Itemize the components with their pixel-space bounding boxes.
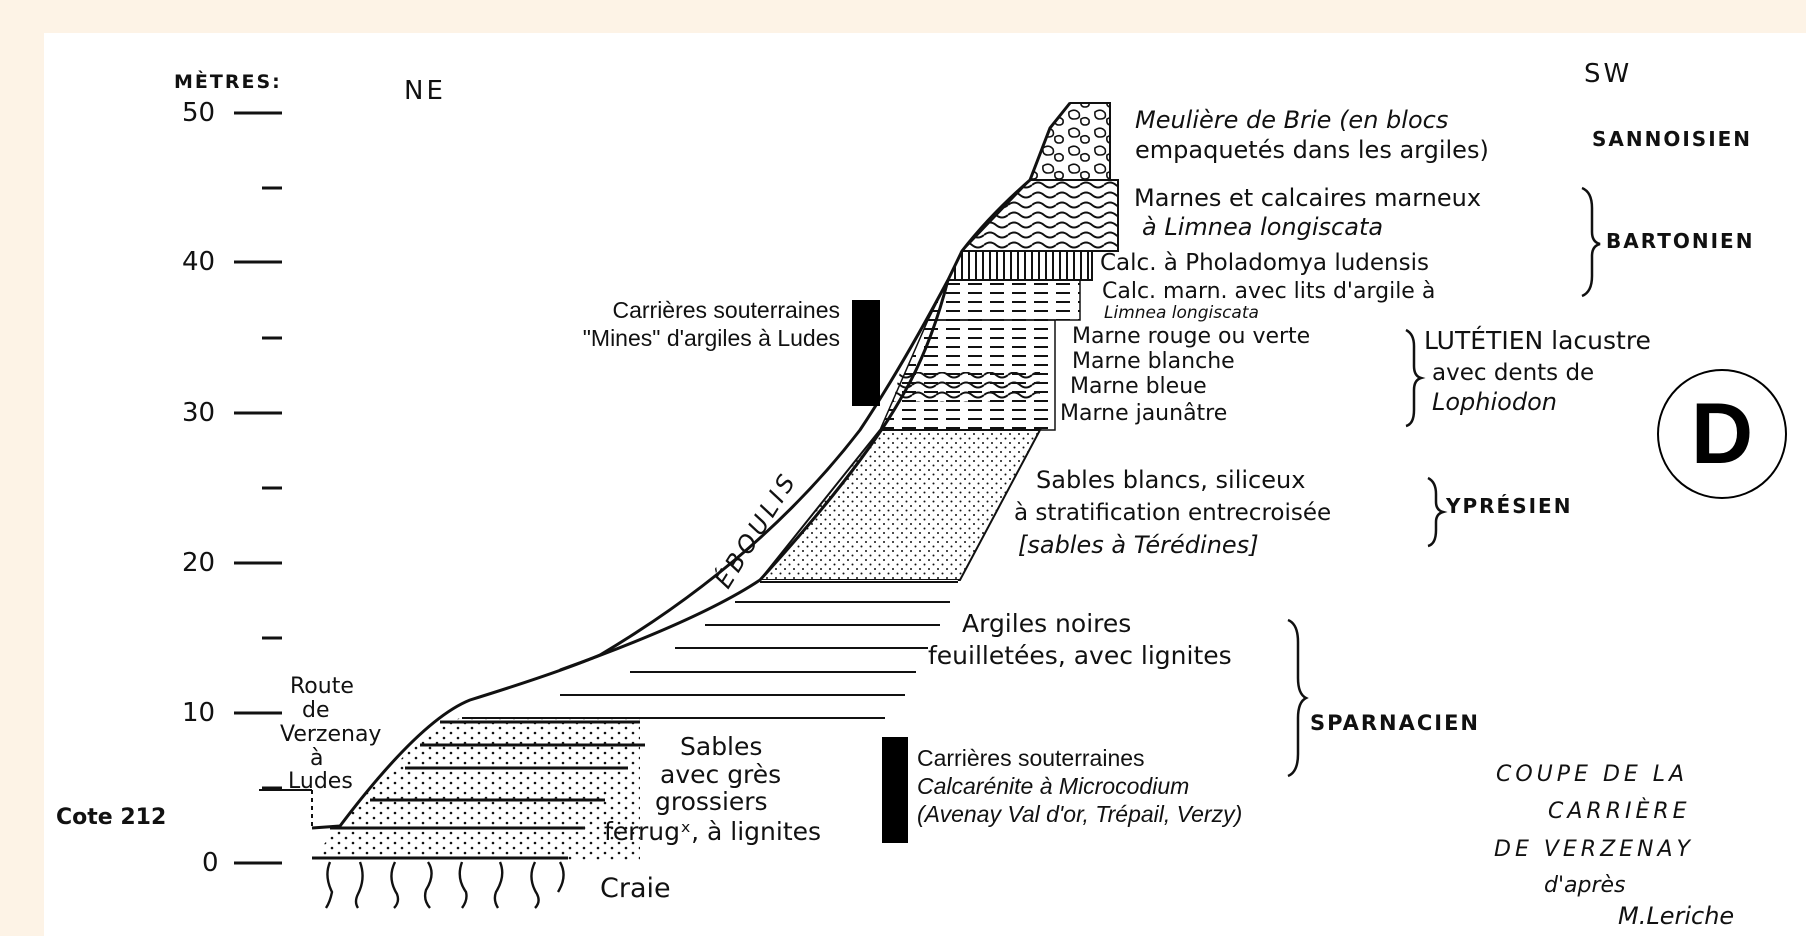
north-east-label: NE [404,76,446,106]
tick-label-40: 40 [182,247,215,277]
quarry-top-line-1: Carrières souterraines [612,297,840,323]
calc-marn-line-1: Calc. marn. avec lits d'argile à [1102,279,1435,304]
marne-blanche-label: Marne blanche [1072,349,1235,374]
scree-slope-outline [559,279,950,672]
sables-gres-line-3: grossiers [655,787,768,816]
marnes-layer [959,179,1119,252]
marnes-line-2: à Limnea longiscata [1142,213,1383,241]
quarry-bottom-line-1: Carrières souterraines [917,745,1145,771]
craie-label: Craie [600,873,671,904]
sables-blancs-layer [757,429,1042,581]
caption-line-2: CARRIÈRE [1548,798,1691,824]
road-label-2: de [302,698,330,723]
sables-gres-line-1: Sables [680,732,762,761]
caption-line-5: M.Leriche [1618,902,1734,930]
meuliere-label: Meulière de Brie (en blocs empaquetés da… [1135,106,1489,164]
marnes-wavy-band [893,372,1040,402]
craie-layer [324,861,565,909]
pholadomya-layer [946,250,1093,281]
stage-sannoisien: SANNOISIEN [1592,127,1752,151]
sables-blancs-line-1: Sables blancs, siliceux [1036,466,1305,494]
argiles-line-1: Argiles noires [962,609,1131,638]
tick-label-30: 30 [182,398,215,428]
sables-gres-line-4: ferrugˣ, à lignites [604,817,821,846]
tick-label-10: 10 [182,698,215,728]
caption-line-3: DE VERZENAY [1494,837,1694,862]
stage-lutetien-line-1: LUTÉTIEN lacustre [1424,326,1651,355]
quarry-top-line-2: "Mines" d'argiles à Ludes [582,325,840,351]
metres-label: MÈTRES: [174,70,282,93]
quarry-top-bar [852,300,880,406]
cote-label: Cote 212 [56,805,166,830]
stage-bartonien: BARTONIEN [1606,229,1754,253]
tick-label-50: 50 [182,98,215,128]
pholadomya-label: Calc. à Pholadomya ludensis [1100,250,1429,276]
calc-marn-layer [926,279,1081,321]
road-label-3: Verzenay [280,722,381,747]
argiles-hatch-lines [462,581,958,719]
stage-lutetien-line-3: Lophiodon [1432,388,1557,416]
tick-label-20: 20 [182,548,215,578]
tick-label-0: 0 [202,848,219,878]
caption-line-1: COUPE DE LA [1496,762,1688,787]
quarry-bottom-line-2: Calcarénite à Microcodium [917,773,1190,799]
quarry-top-label: Carrières souterraines "Mines" d'argiles… [470,296,840,352]
meuliere-line-2: empaquetés dans les argiles) [1135,136,1489,164]
stage-lutetien-line-2: avec dents de [1432,360,1594,386]
section-letter-badge: D [1657,369,1787,499]
quarry-bottom-bar [882,737,908,843]
gres-bands [312,720,645,860]
sables-blancs-line-2: à stratification entrecroisée [1014,500,1331,526]
upper-slope-outline [311,102,1072,830]
road-label-4: à [310,746,323,771]
marne-rouge-label: Marne rouge ou verte [1072,324,1310,349]
sables-gres-line-2: avec grès [660,760,781,789]
metre-scale [234,111,282,865]
quarry-bottom-line-3: (Avenay Val d'or, Trépail, Verzy) [917,801,1243,827]
argiles-line-2: feuilletées, avec lignites [928,641,1232,670]
caption-line-4: d'après [1544,873,1626,898]
stage-sparnacien: SPARNACIEN [1310,711,1480,735]
stage-ypresien: YPRÉSIEN [1445,494,1572,518]
quarry-bottom-label: Carrières souterraines Calcarénite à Mic… [917,744,1337,828]
road-label-1: Route [290,674,354,699]
sables-blancs-line-3: [sables à Térédines] [1018,531,1259,559]
sables-gres-layer [310,718,640,860]
meuliere-line-1: Meulière de Brie (en blocs [1135,106,1448,134]
marne-jaune-label: Marne jaunâtre [1060,401,1227,426]
meuliere-layer [1028,102,1111,181]
south-west-label: SW [1584,59,1632,89]
marnes-line-1: Marnes et calcaires marneux [1134,184,1481,212]
marne-bleue-label: Marne bleue [1070,374,1207,399]
stage-braces [1287,186,1601,778]
calc-marn-line-2: Limnea longiscata [1104,303,1259,323]
